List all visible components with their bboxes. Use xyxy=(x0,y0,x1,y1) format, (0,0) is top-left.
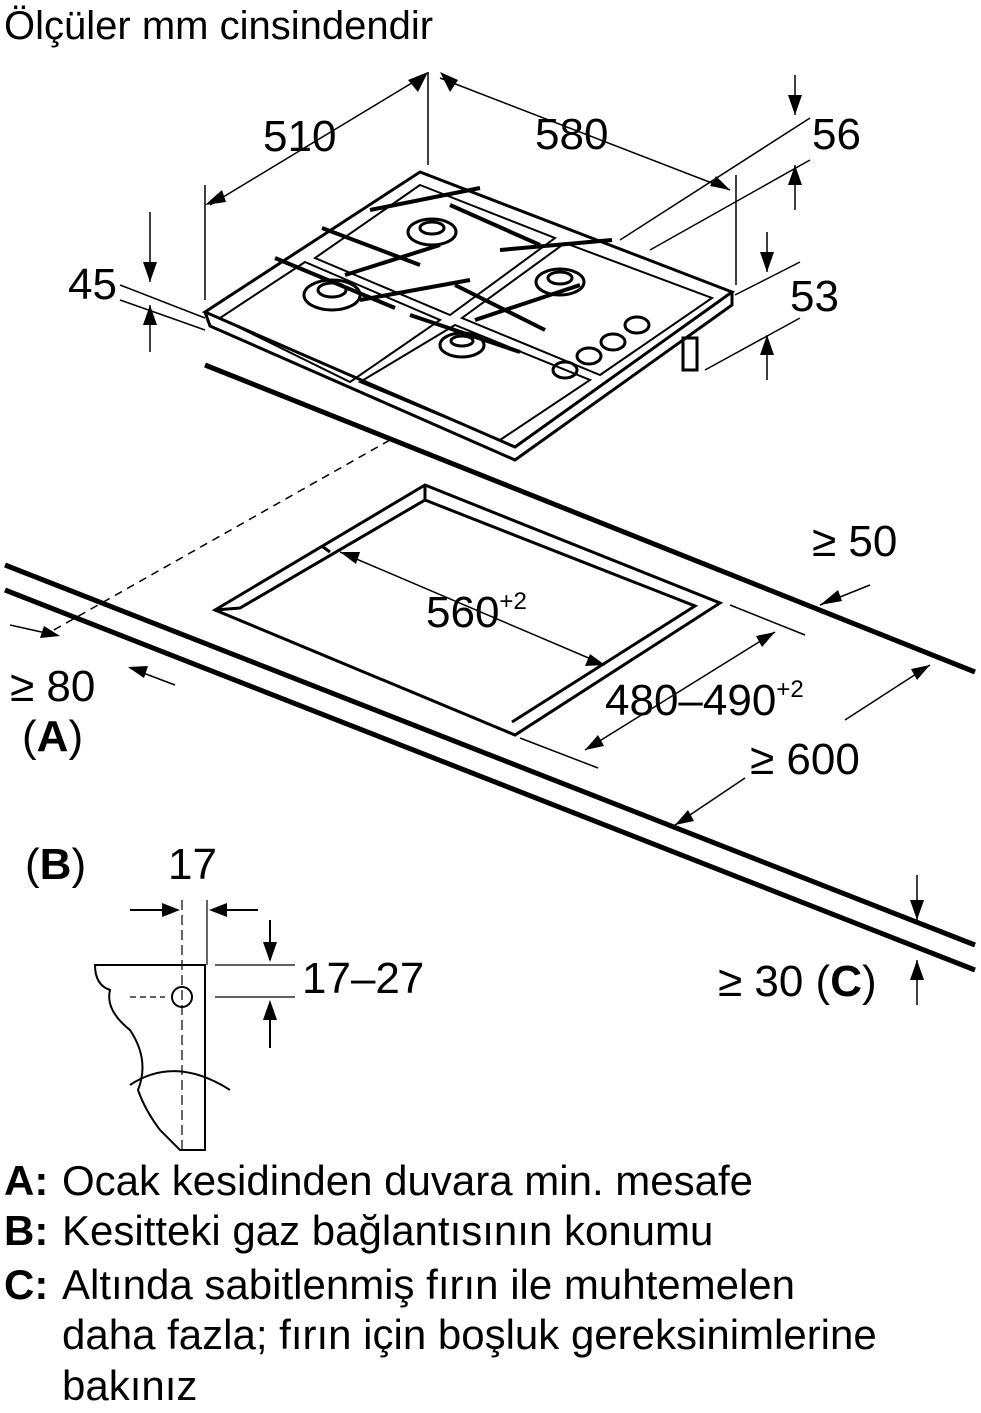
dim-hob-depth: 510 xyxy=(263,112,337,161)
dim-cutout-width: 560+2 xyxy=(426,588,527,637)
dim-min-side: ≥ 80 xyxy=(10,662,96,711)
gas-connector xyxy=(681,336,699,372)
cutout xyxy=(211,483,724,737)
burners xyxy=(302,217,586,359)
hob xyxy=(201,170,736,462)
legend-item-c: C:Altında sabitlenmiş fırın ile muhtemel… xyxy=(4,1261,877,1409)
dimension-lines xyxy=(9,72,931,1005)
dim-height-45: 45 xyxy=(68,260,117,309)
dim-min-back: ≥ 50 xyxy=(812,517,898,566)
pan-supports xyxy=(274,186,613,354)
dim-gas-height: 17–27 xyxy=(302,954,425,1003)
dim-hob-width: 580 xyxy=(535,110,609,159)
dim-height-53: 53 xyxy=(790,272,839,321)
marker-a: (A) xyxy=(22,712,84,761)
worktop xyxy=(4,362,976,973)
dim-min-front: ≥ 600 xyxy=(750,735,860,784)
dim-height-56: 56 xyxy=(812,110,861,159)
legend-item-a: A:Ocak kesidinden duvara min. mesafe xyxy=(4,1157,754,1204)
legend-item-b: B:Kesitteki gaz bağlantısının konumu xyxy=(4,1207,714,1254)
marker-b: (B) xyxy=(25,840,87,889)
dim-min-below: ≥ 30 (C) xyxy=(718,957,877,1006)
control-knobs xyxy=(551,315,651,380)
gas-connection-detail xyxy=(93,900,295,1151)
dim-cutout-depth: 480–490+2 xyxy=(605,676,804,725)
units-note: Ölçüler mm cinsindendir xyxy=(4,4,434,48)
arrowheads xyxy=(40,72,930,1020)
dim-gas-offset: 17 xyxy=(168,840,217,889)
legend: A:Ocak kesidinden duvara min. mesafe B:K… xyxy=(4,1160,942,1411)
